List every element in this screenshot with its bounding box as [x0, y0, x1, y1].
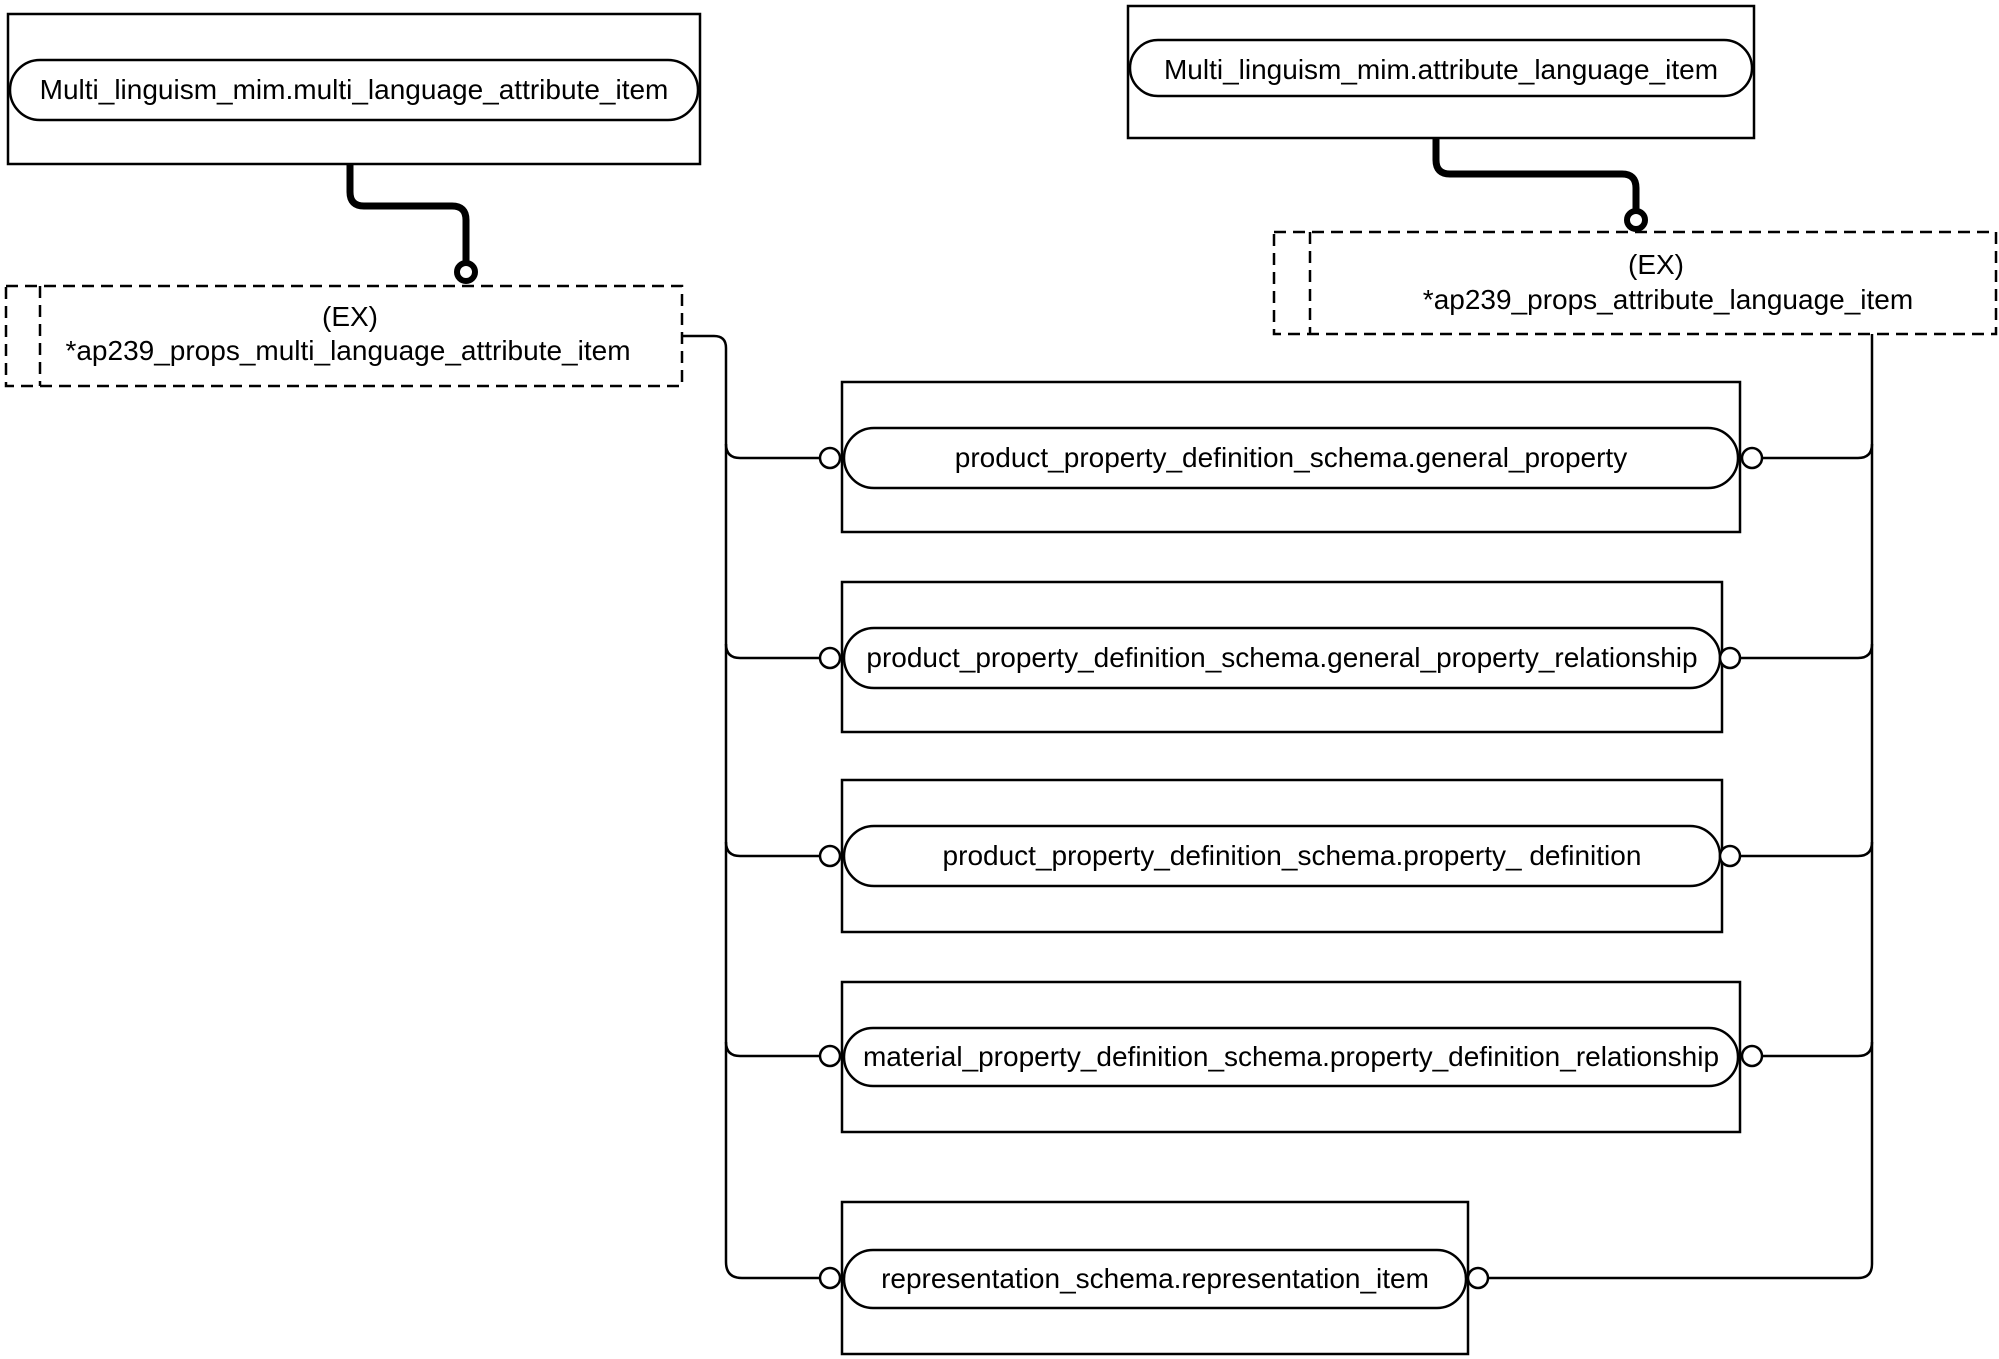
entity-attribute-language-item[interactable]: Multi_linguism_mim.attribute_language_it…	[1126, 4, 1756, 140]
select-attribute-language-item[interactable]: (EX) *ap239_props_attribute_language_ite…	[1272, 230, 1998, 336]
select-terminator	[1718, 844, 1742, 868]
entity-label: Multi_linguism_mim.multi_language_attrib…	[40, 74, 669, 105]
branch-right-1	[1762, 443, 1874, 460]
select-terminator	[1718, 646, 1742, 670]
entity-multi-language-attribute-item[interactable]: Multi_linguism_mim.multi_language_attrib…	[6, 12, 702, 166]
supertype-terminator-left	[454, 260, 478, 284]
entity-general-property[interactable]: product_property_definition_schema.gener…	[840, 380, 1742, 534]
entity-label: product_property_definition_schema.prope…	[943, 840, 1642, 871]
branch-left-3	[724, 841, 820, 858]
select-label: *ap239_props_attribute_language_item	[1423, 284, 1913, 315]
branch-right-4	[1762, 1041, 1874, 1058]
entity-general-property-relationship[interactable]: product_property_definition_schema.gener…	[840, 580, 1724, 734]
entity-label: Multi_linguism_mim.attribute_language_it…	[1164, 54, 1718, 85]
select-terminator	[1466, 1266, 1490, 1290]
entity-label: product_property_definition_schema.gener…	[955, 442, 1627, 473]
select-terminator	[1740, 446, 1764, 470]
branch-left-4	[724, 1041, 820, 1058]
entity-label: product_property_definition_schema.gener…	[866, 642, 1697, 673]
entity-label: representation_schema.representation_ite…	[881, 1263, 1429, 1294]
select-terminator	[818, 446, 842, 470]
select-ex-label: (EX)	[322, 301, 378, 332]
select-multi-language-attribute-item[interactable]: (EX) *ap239_props_multi_language_attribu…	[4, 284, 684, 388]
select-ex-label: (EX)	[1628, 249, 1684, 280]
select-bus-left	[682, 334, 820, 1280]
select-terminator	[818, 1266, 842, 1290]
entity-property-definition-relationship[interactable]: material_property_definition_schema.prop…	[840, 980, 1742, 1134]
branch-left-2	[724, 643, 820, 660]
select-terminator	[818, 646, 842, 670]
branch-left-1	[724, 443, 820, 460]
supertype-connector-left	[346, 164, 470, 262]
supertype-terminator-right	[1624, 208, 1648, 232]
entity-property-definition[interactable]: product_property_definition_schema.prope…	[840, 778, 1724, 934]
branch-right-3	[1736, 841, 1874, 858]
entity-label: material_property_definition_schema.prop…	[863, 1041, 1719, 1072]
entity-representation-item[interactable]: representation_schema.representation_ite…	[840, 1200, 1470, 1356]
select-terminator	[818, 1044, 842, 1068]
select-terminator	[1740, 1044, 1764, 1068]
select-label: *ap239_props_multi_language_attribute_it…	[65, 335, 630, 366]
select-bus-right	[1488, 334, 1874, 1280]
branch-right-2	[1736, 643, 1874, 660]
supertype-connector-right	[1432, 138, 1640, 210]
select-terminator	[818, 844, 842, 868]
